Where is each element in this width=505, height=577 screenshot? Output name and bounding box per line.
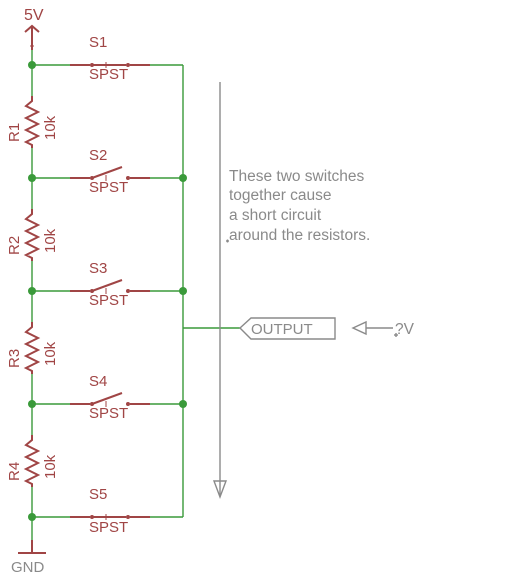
power-5v-symbol: 5V — [24, 7, 44, 50]
power-label: 5V — [24, 7, 44, 24]
output-label: OUTPUT — [251, 321, 313, 338]
switch-name: S2 — [89, 147, 107, 164]
resistor-r4: R4 10k — [6, 435, 59, 487]
note-line: together cause — [229, 187, 332, 204]
switch-s3: S3 SPST — [70, 260, 150, 309]
resistor-r1: R1 10k — [6, 96, 59, 148]
switch-type: SPST — [89, 179, 128, 196]
resistor-r3: R3 10k — [6, 322, 59, 374]
note-line: a short circuit — [229, 207, 322, 224]
resistor-name: R3 — [6, 349, 23, 368]
resistor-name: R1 — [6, 123, 23, 142]
arrow-down-icon — [212, 480, 228, 499]
note-line: These two switches — [229, 168, 364, 185]
switch-type: SPST — [89, 292, 128, 309]
output-port: OUTPUT — [238, 317, 336, 340]
switch-name: S3 — [89, 260, 107, 277]
resistor-value: 10k — [42, 341, 59, 366]
wires — [31, 50, 240, 540]
switch-s1: S1 SPST — [70, 34, 150, 83]
resistor-r2: R2 10k — [6, 209, 59, 261]
switch-name: S4 — [89, 373, 107, 390]
switch-type: SPST — [89, 519, 128, 536]
output-voltage: ?V — [395, 321, 415, 338]
annotation-note: These two switches together cause a shor… — [229, 168, 370, 244]
output-port-icon — [238, 317, 336, 340]
note-line: around the resistors. — [229, 227, 370, 244]
ground-symbol: GND — [11, 540, 46, 576]
resistor-name: R2 — [6, 236, 23, 255]
switch-s4: S4 SPST — [70, 373, 150, 422]
switch-type: SPST — [89, 66, 128, 83]
resistor-value: 10k — [42, 454, 59, 479]
resistor-value: 10k — [42, 115, 59, 140]
resistor-value: 10k — [42, 228, 59, 253]
switch-s2: S2 SPST — [70, 147, 150, 196]
ground-label: GND — [11, 559, 45, 576]
switch-name: S1 — [89, 34, 107, 51]
switch-type: SPST — [89, 405, 128, 422]
switch-name: S5 — [89, 486, 107, 503]
output-voltage-indicator: ?V — [351, 320, 415, 338]
resistor-name: R4 — [6, 462, 23, 481]
annotation-arrow — [212, 82, 229, 499]
arrow-left-icon — [351, 320, 367, 336]
junction-nodes — [28, 61, 187, 521]
switch-s5: S5 SPST — [70, 486, 150, 536]
